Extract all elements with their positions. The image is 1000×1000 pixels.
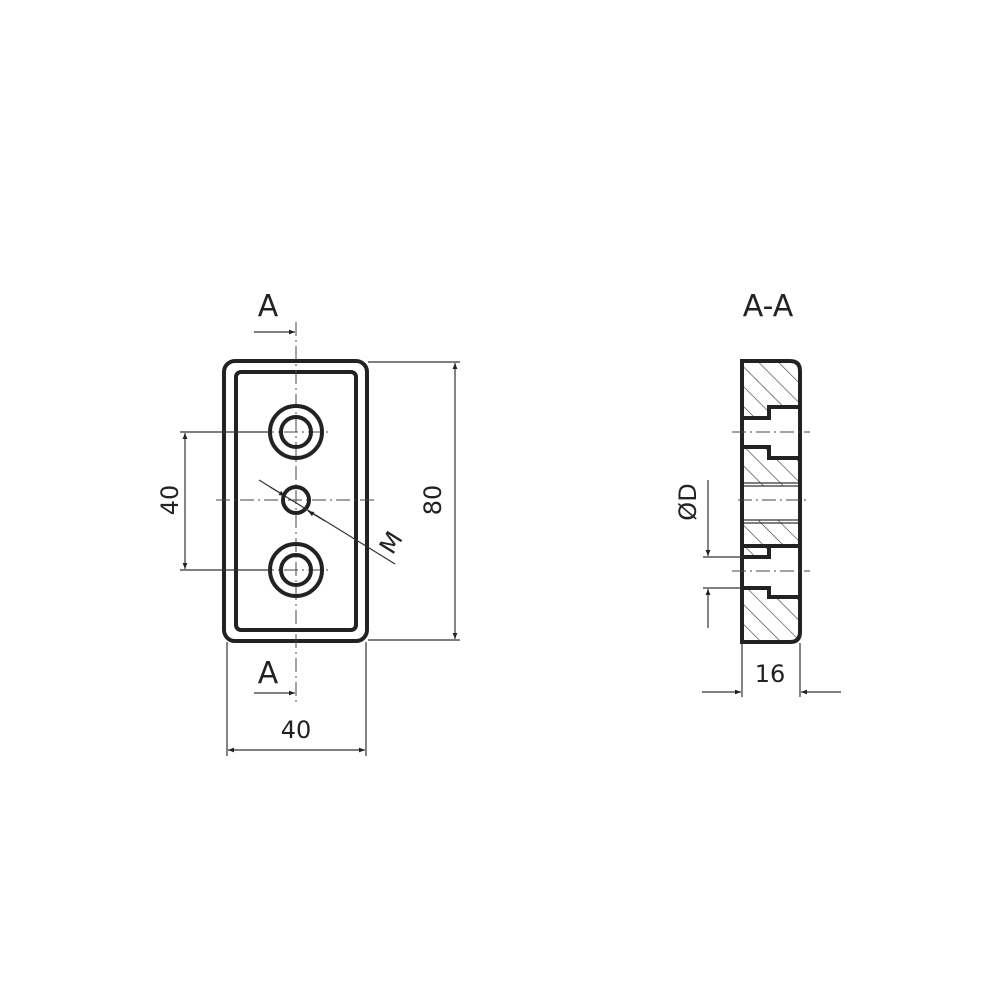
- threaded-hole-middle: [281, 485, 311, 515]
- middle-bore-outline: [742, 482, 800, 524]
- front-view: A A 40 80 40 M: [156, 289, 460, 756]
- dim-width: 40: [281, 716, 312, 744]
- bore-outline: [742, 405, 800, 599]
- hole-top: [279, 415, 313, 449]
- dim-thickness: 16: [755, 660, 786, 688]
- dim-diameter: ØD: [674, 483, 702, 520]
- section-outline: [740, 359, 802, 644]
- dim-height: 80: [419, 485, 447, 516]
- hole-bottom: [279, 553, 313, 587]
- section-mark-bottom: A: [258, 656, 279, 691]
- thread-leader-arrow: [307, 510, 326, 522]
- thread-leader-arrow: [269, 486, 286, 497]
- section-view: A-A ØD 16: [674, 289, 841, 697]
- dim-hole-spacing: 40: [156, 485, 184, 516]
- bore-bottom-small: [743, 557, 769, 588]
- section-mark-top: A: [258, 289, 279, 324]
- section-title: A-A: [743, 289, 794, 324]
- bore-middle-section: [743, 486, 799, 520]
